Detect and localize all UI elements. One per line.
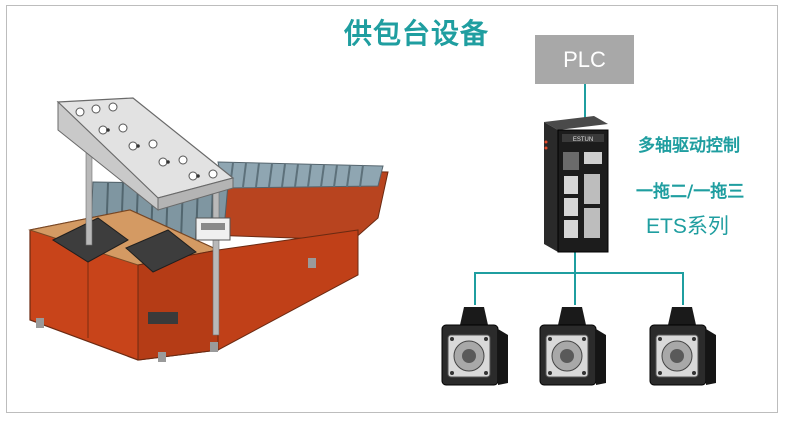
servo-motor-icon (441, 307, 508, 386)
drive-caption-ratio: 一拖二/一拖三 (636, 182, 745, 202)
plc-label: PLC (563, 46, 606, 72)
drive-caption-multi-axis: 多轴驱动控制 (638, 136, 740, 156)
servo-drive-icon: ESTUN (544, 116, 609, 253)
servo-motor-icon (649, 307, 716, 386)
slide-frame (6, 5, 778, 413)
sorting-feeder-table-icon (28, 97, 389, 362)
drive-brand-label: ESTUN (573, 137, 593, 143)
plc-box: PLC (535, 35, 634, 84)
servo-motor-icon (539, 307, 606, 386)
slide-title: 供包台设备 (344, 17, 490, 50)
drive-caption-series: ETS系列 (646, 215, 729, 238)
